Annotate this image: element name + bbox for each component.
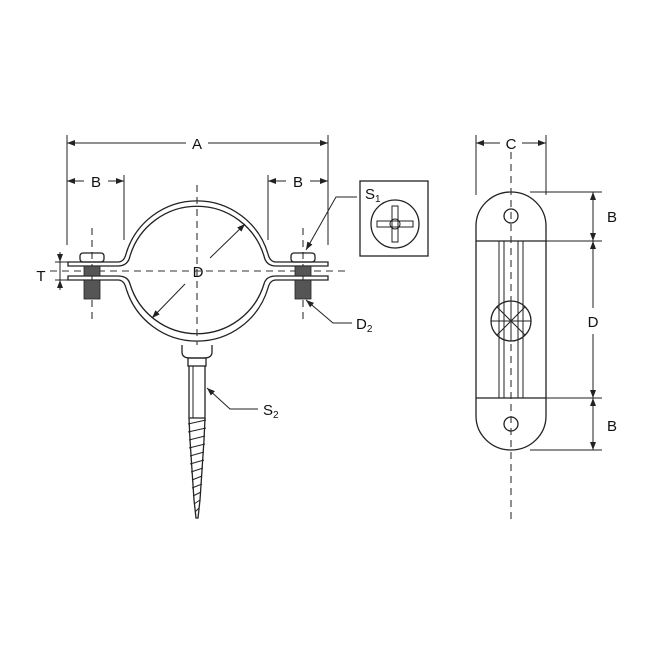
hanger-screw xyxy=(181,345,213,519)
front-view: A B B xyxy=(36,135,429,519)
dim-d-side-label: D xyxy=(588,314,599,331)
bolt-left xyxy=(79,252,105,300)
screw-label-s2: S2 xyxy=(206,387,279,421)
thread-label-d2: D2 xyxy=(305,299,373,335)
screw-head-detail: S1 xyxy=(305,180,429,257)
label-d2: D2 xyxy=(356,316,373,335)
dim-b-top-label: B xyxy=(607,209,617,226)
dim-b-bottom-label: B xyxy=(607,418,617,435)
side-dimensions: B D B xyxy=(530,191,617,451)
dimension-a: A xyxy=(66,135,329,245)
bolt-right xyxy=(290,252,316,300)
dim-t-label: T xyxy=(36,268,45,285)
side-view: C B D B xyxy=(475,135,617,522)
dim-d-label: D xyxy=(193,264,204,281)
dimension-b-right: B xyxy=(267,174,328,240)
dim-b-left-label: B xyxy=(91,174,101,191)
dim-b-right-label: B xyxy=(293,174,303,191)
label-s1: S1 xyxy=(365,186,381,205)
dim-c-label: C xyxy=(506,136,517,153)
dim-a-label: A xyxy=(192,136,202,153)
dimension-t: T xyxy=(36,252,75,290)
dimension-c: C xyxy=(475,135,547,195)
label-s2: S2 xyxy=(263,402,279,421)
dimension-b-left: B xyxy=(67,174,125,240)
dimension-d: D xyxy=(151,223,246,319)
